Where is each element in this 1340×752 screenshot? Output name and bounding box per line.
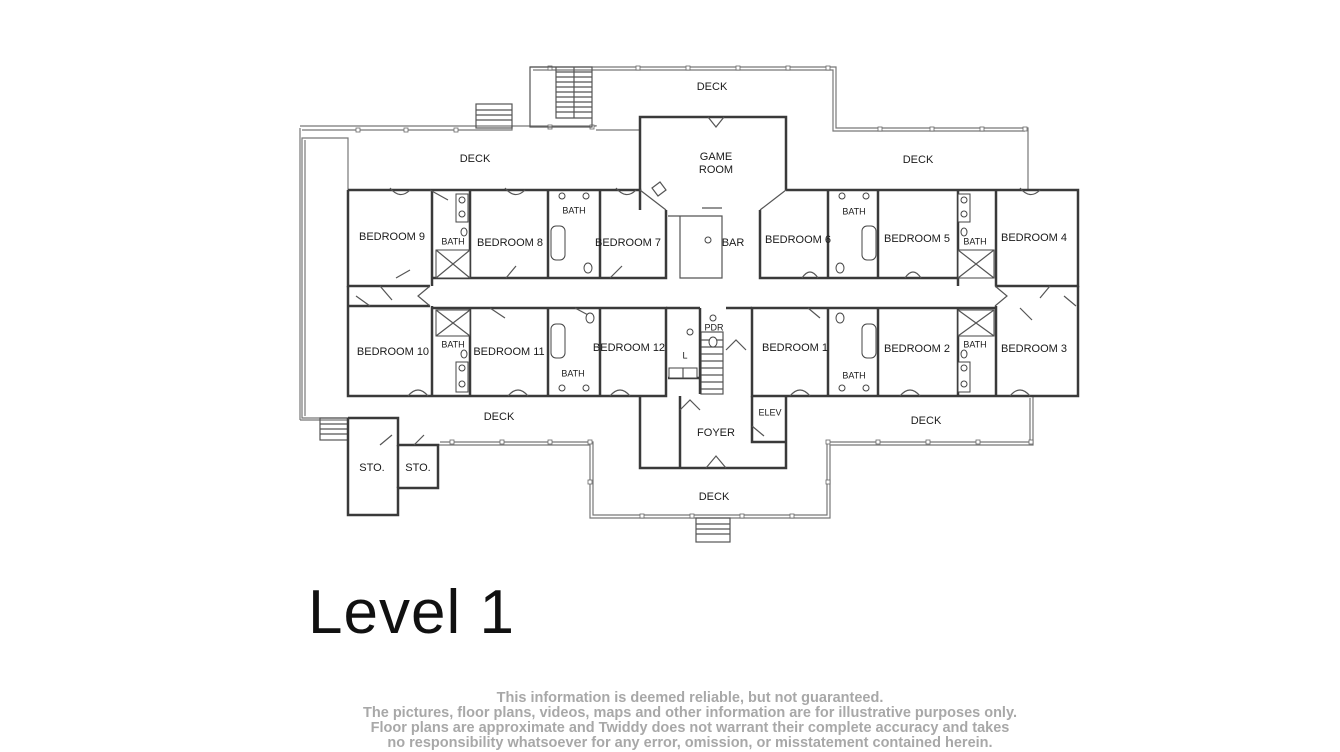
label-bath-10-11: BATH: [441, 339, 464, 349]
disclaimer-line-4: no responsibility whatsoever for any err…: [387, 735, 993, 751]
label-deck-bottom: DECK: [699, 491, 730, 503]
label-bedroom-3: BEDROOM 3: [1001, 343, 1067, 355]
label-deck-lower-left: DECK: [484, 411, 515, 423]
label-bath-8-9: BATH: [441, 236, 464, 246]
label-bedroom-8: BEDROOM 8: [477, 237, 543, 249]
label-bar: BAR: [722, 237, 745, 249]
label-deck-upper-right: DECK: [903, 154, 934, 166]
floor-plan-drawing: DECK DECK DECK DECK DECK DECK GAME ROOM …: [299, 65, 1080, 543]
label-laundry: L: [682, 350, 687, 360]
label-storage-1: STO.: [359, 462, 384, 474]
level-title: Level 1: [308, 578, 515, 647]
disclaimer: This information is deemed reliable, but…: [300, 691, 1080, 751]
label-bedroom-7: BEDROOM 7: [595, 237, 661, 249]
label-game-room-line1: GAME: [700, 151, 732, 163]
label-storage-2: STO.: [405, 462, 430, 474]
label-bath-11-12: BATH: [561, 368, 584, 378]
label-elev: ELEV: [758, 407, 781, 417]
label-bath-7-8: BATH: [562, 205, 585, 215]
label-bedroom-9: BEDROOM 9: [359, 231, 425, 243]
label-bath-4-5: BATH: [963, 236, 986, 246]
label-bedroom-5: BEDROOM 5: [884, 233, 950, 245]
room-labels: DECK DECK DECK DECK DECK DECK GAME ROOM …: [357, 81, 1067, 503]
label-bath-2-3: BATH: [963, 339, 986, 349]
label-bedroom-10: BEDROOM 10: [357, 346, 429, 358]
label-bedroom-1: BEDROOM 1: [762, 342, 828, 354]
deck-posts: [355, 65, 1034, 519]
disclaimer-line-3: Floor plans are approximate and Twiddy d…: [370, 720, 1010, 736]
label-bedroom-6: BEDROOM 6: [765, 234, 831, 246]
door-swings: [355, 116, 1077, 469]
disclaimer-line-1: This information is deemed reliable, but…: [496, 690, 884, 706]
label-bedroom-4: BEDROOM 4: [1001, 232, 1067, 244]
label-bedroom-11: BEDROOM 11: [473, 346, 544, 358]
label-pdr: PDR: [704, 322, 724, 332]
label-bedroom-2: BEDROOM 2: [884, 343, 950, 355]
label-foyer: FOYER: [697, 427, 735, 439]
label-bedroom-12: BEDROOM 12: [593, 342, 665, 354]
label-deck-upper-left: DECK: [460, 153, 491, 165]
bath-fixtures: [435, 192, 995, 393]
label-deck-top: DECK: [697, 81, 728, 93]
deck-railings: [299, 66, 1078, 519]
label-bath-1-2: BATH: [842, 370, 865, 380]
building-walls: [346, 115, 1080, 517]
label-deck-lower-right: DECK: [911, 415, 942, 427]
disclaimer-line-2: The pictures, floor plans, videos, maps …: [363, 705, 1017, 721]
label-game-room-line2: ROOM: [699, 164, 733, 176]
label-bath-5-6: BATH: [842, 206, 865, 216]
